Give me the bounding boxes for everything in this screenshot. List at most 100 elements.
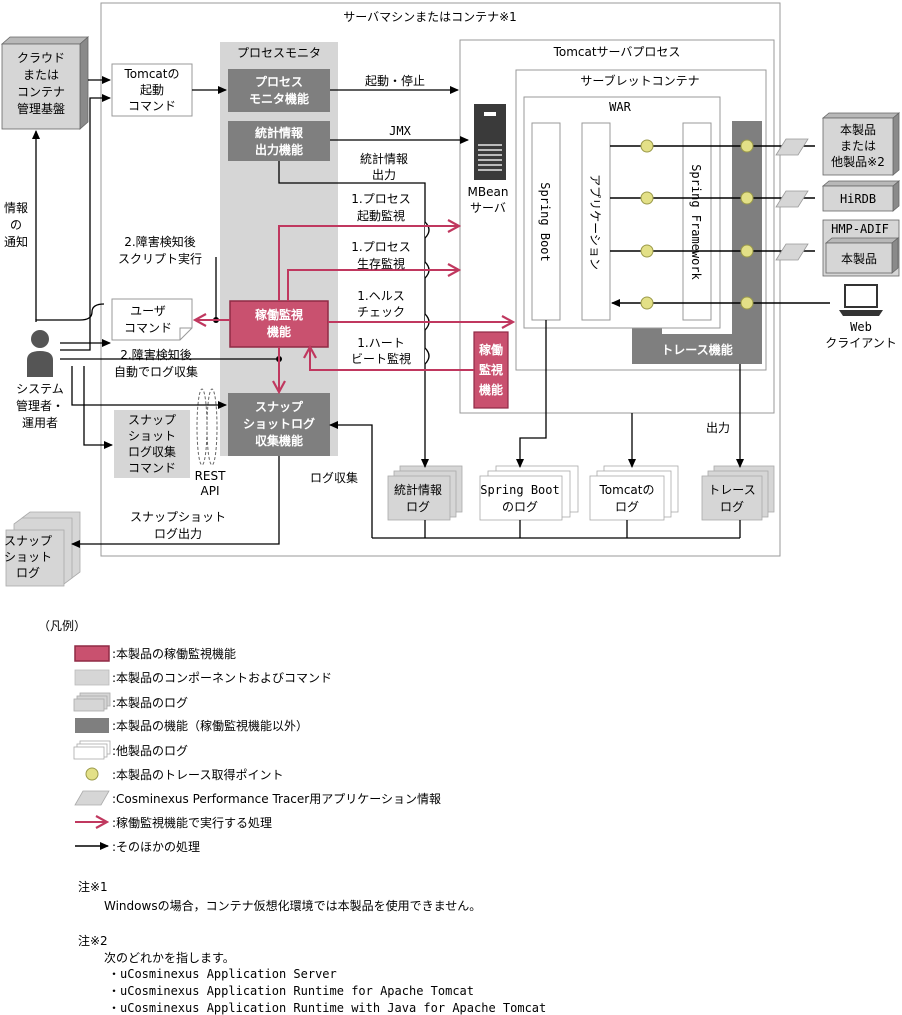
mon-heart-l2: ビート監視 <box>351 351 411 366</box>
mon-heart-l1: 1.ハート <box>357 336 404 350</box>
pm-func-l2: モニタ機能 <box>249 91 309 106</box>
trace-function-base <box>632 334 762 364</box>
servlet-label: サーブレットコンテナ <box>580 73 699 88</box>
legend-item-1: :本製品のコンポーネントおよびコマンド <box>112 671 332 685</box>
web-l1: Web <box>850 320 872 334</box>
legend-swatch-app-info <box>74 790 110 806</box>
admin-l2: 管理者・ <box>16 398 64 413</box>
rest-label: REST <box>195 469 227 483</box>
stats-l2: 出力機能 <box>255 142 303 157</box>
slog-l3: ログ <box>16 566 40 580</box>
tomcat-log-l1: Tomcatの <box>599 483 655 497</box>
snapshot-collect-function <box>228 393 330 456</box>
hirdb-box <box>822 185 894 212</box>
stats-log-l2: ログ <box>406 500 430 514</box>
war-label: WAR <box>609 100 631 114</box>
mon-alive-l2: 生存監視 <box>357 256 405 271</box>
stats-output-l2: 出力 <box>372 168 396 182</box>
info-notice-l1: 情報 <box>4 201 28 215</box>
legend-item-3: :本製品の機能（稼働監視機能以外） <box>112 718 308 733</box>
ucmd-l1: ユーザ <box>130 304 166 318</box>
process-monitor-title: プロセスモニタ <box>237 46 321 60</box>
snap-l2: ショットログ <box>243 416 315 431</box>
cloud-management-box <box>1 43 81 130</box>
trace-output-label: 出力 <box>706 421 730 435</box>
pom-l3: 機能 <box>479 382 503 397</box>
scmd-l2: ショット <box>128 429 176 443</box>
admin-person-icon <box>27 330 53 377</box>
mbean-server-icon <box>474 104 506 180</box>
failure-script-l2: スクリプト実行 <box>118 251 202 266</box>
stats-l1: 統計情報 <box>255 125 304 140</box>
legend-item-5: :本製品のトレース取得ポイント <box>112 767 283 782</box>
laptop-icon <box>839 284 883 316</box>
scmd-l1: スナップ <box>128 413 176 427</box>
tomcat-start-command <box>111 63 193 117</box>
trace-log-stack <box>701 465 775 521</box>
info-notice-l3: 通知 <box>4 235 28 249</box>
pm-func-l1: プロセス <box>255 74 303 89</box>
hirdb-label: HiRDB <box>840 192 876 206</box>
hmp-adif-label: HMP-ADIF <box>831 222 889 236</box>
application-box <box>581 122 611 321</box>
tcmd-l3: コマンド <box>128 99 176 113</box>
note2-text: 次のどれかを指します。 <box>104 950 235 965</box>
api-label: API <box>201 484 220 498</box>
legend-title: （凡例） <box>38 619 86 633</box>
ucmd-l2: コマンド <box>124 321 172 335</box>
spring-boot-label: Spring Boot <box>538 182 552 261</box>
legend-item-6: :Cosminexus Performance Tracer用アプリケーション情… <box>112 792 441 806</box>
failure-log-l1: 2.障害検知後 <box>120 347 191 362</box>
snapshot-log-command <box>114 410 190 478</box>
trace-function-label: トレース機能 <box>661 342 732 357</box>
this-product-box <box>825 242 893 274</box>
web-l2: クライアント <box>825 336 897 350</box>
spring-framework-box <box>682 122 712 321</box>
process-operation-monitor <box>473 331 509 409</box>
spring-framework-label: Spring Framework <box>689 164 703 280</box>
legend-swatch-other-log <box>73 740 111 760</box>
trace-log-l2: ログ <box>720 500 744 514</box>
snapshot-log-stack <box>5 511 81 587</box>
sb-log-l1: Spring Boot <box>480 483 559 497</box>
legend-swatch-function <box>75 718 109 733</box>
opmon-l2: 機能 <box>267 324 291 339</box>
tcmd-l2: 起動 <box>140 83 164 97</box>
note2-item-2: ・uCosminexus Application Runtime with Ja… <box>108 1001 546 1015</box>
mon-start-l1: 1.プロセス <box>351 192 410 206</box>
snap-l1: スナップ <box>255 399 304 414</box>
user-command-box <box>111 298 193 341</box>
mon-alive-l1: 1.プロセス <box>351 240 410 254</box>
slog-l1: スナップ <box>4 534 52 548</box>
log-collect-label: ログ収集 <box>310 470 358 485</box>
snap-l3: 収集機能 <box>255 433 303 448</box>
opmon-l1: 稼働監視 <box>255 307 303 322</box>
cloud-l2: または <box>23 68 59 82</box>
app-info-parallelograms <box>775 138 809 261</box>
legend-item-2: :本製品のログ <box>112 696 188 710</box>
start-stop-label: 起動・停止 <box>365 73 425 88</box>
note1-text: Windowsの場合，コンテナ仮想化環境では本製品を使用できません。 <box>104 898 481 913</box>
this-product-label: 本製品 <box>841 252 877 266</box>
note2-item-0: ・uCosminexus Application Server <box>108 967 337 981</box>
other-product-box <box>822 117 894 176</box>
note1-label: 注※1 <box>78 879 108 894</box>
tomcat-log-stack <box>589 465 679 521</box>
pom-l1: 稼働 <box>479 342 503 357</box>
legend-swatch-monitor <box>74 645 110 662</box>
failure-log-l2: 自動でログ収集 <box>114 364 198 379</box>
legend-swatch-product-log <box>73 692 111 712</box>
trace-log-l1: トレース <box>708 483 755 497</box>
prod-l3: 他製品※2 <box>831 155 885 169</box>
admin-l3: 運用者 <box>22 416 58 430</box>
legend-swatch-trace-point <box>85 767 99 781</box>
spring-boot-log-stack <box>479 465 579 521</box>
failure-script-l1: 2.障害検知後 <box>124 234 195 249</box>
stats-output-l1: 統計情報 <box>360 151 408 166</box>
legend-item-7: :稼働監視機能で実行する処理 <box>112 815 272 830</box>
legend-item-8: :そのほかの処理 <box>112 840 200 854</box>
tomcat-process-label: Tomcatサーバプロセス <box>553 45 681 59</box>
cloud-l1: クラウド <box>17 51 65 65</box>
snap-out-l2: ログ出力 <box>154 527 202 541</box>
stats-log-l1: 統計情報 <box>394 482 442 497</box>
